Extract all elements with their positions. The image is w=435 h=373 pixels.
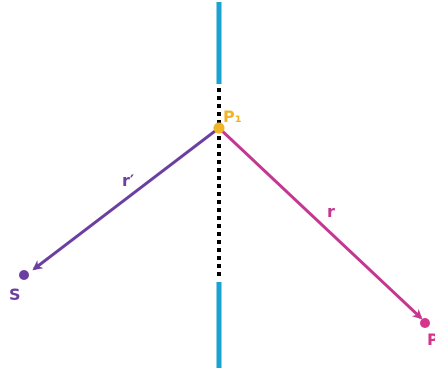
point-p [420, 318, 430, 328]
point-s [19, 270, 29, 280]
label-p: P [427, 330, 435, 349]
label-r: r [327, 202, 335, 221]
label-p1: P₁ [223, 107, 242, 126]
ray-r [217, 126, 423, 320]
point-p1 [213, 122, 225, 134]
label-r-prime: r′ [122, 171, 134, 190]
ray-r-prime [32, 126, 220, 271]
label-s: S [9, 285, 21, 304]
